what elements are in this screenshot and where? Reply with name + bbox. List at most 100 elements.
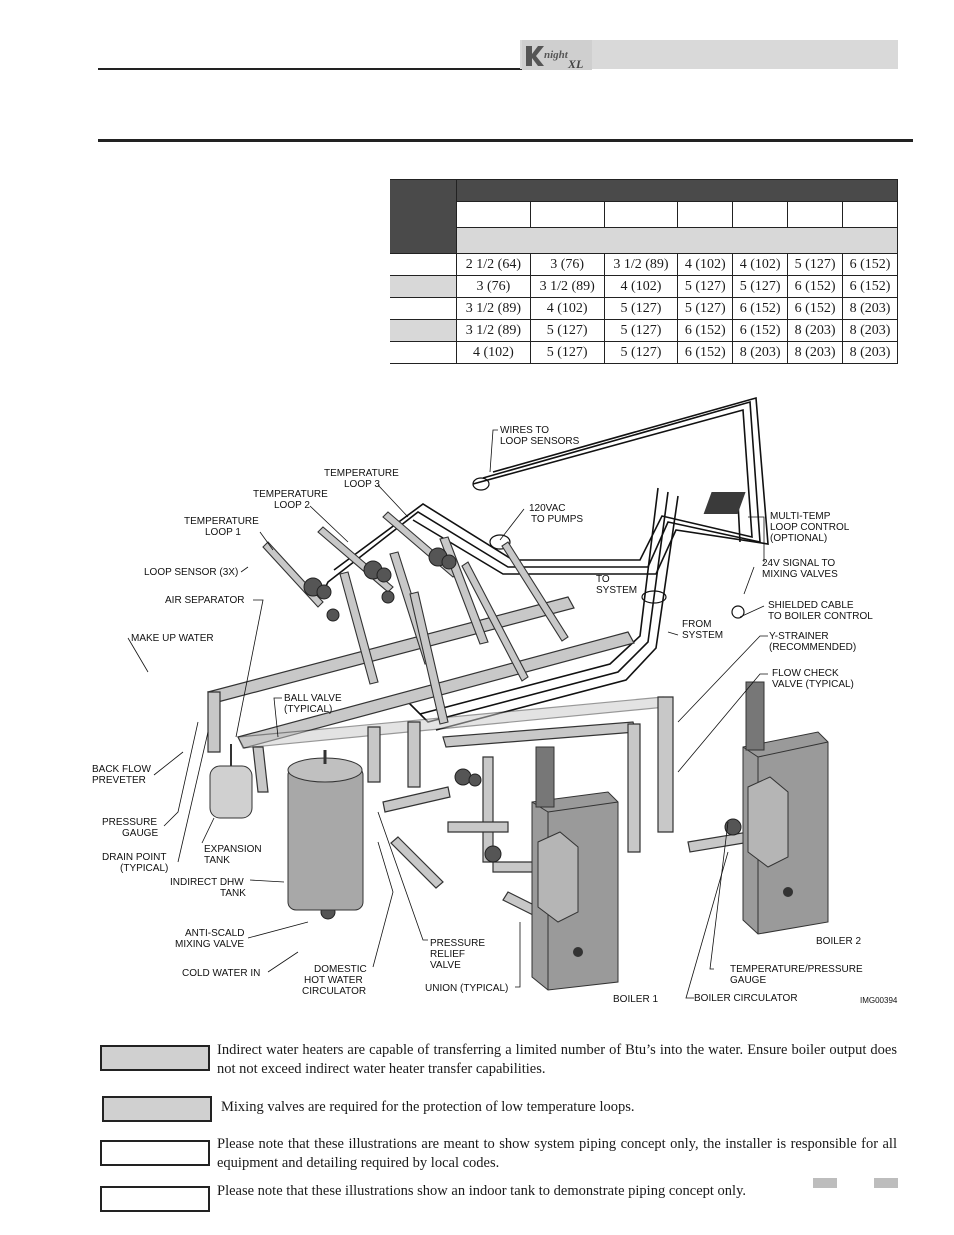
- leader-lines: [127, 429, 768, 999]
- table-cell: 4 (102): [677, 253, 734, 276]
- cable-markers: [472, 477, 745, 619]
- table-cell: 8 (203): [842, 297, 898, 320]
- table-cell: 8 (203): [787, 341, 844, 364]
- boiler-1: [531, 746, 619, 991]
- table-cell: 4 (102): [732, 253, 789, 276]
- table-cell: 3 1/2 (89): [456, 297, 531, 320]
- table-cell: 6 (152): [787, 275, 844, 298]
- label-drain-point: DRAIN POINT(TYPICAL): [102, 852, 168, 874]
- label-cold-water: COLD WATER IN: [182, 968, 260, 979]
- table-cell: 6 (152): [677, 319, 734, 342]
- table-cell: 5 (127): [603, 341, 679, 364]
- col-header: [603, 201, 679, 228]
- note-box-3: [100, 1140, 210, 1166]
- col-header: [529, 201, 605, 228]
- indirect-dhw-tank: [287, 750, 364, 911]
- footer-tab-right: [874, 1178, 898, 1188]
- note-box-1: [100, 1045, 210, 1071]
- label-image-id: IMG00394: [860, 996, 898, 1005]
- section-rule: [98, 139, 913, 142]
- units-header: [456, 227, 898, 254]
- label-boiler-1: BOILER 1: [613, 994, 658, 1005]
- label-ball-valve: BALL VALVE(TYPICAL): [284, 693, 342, 715]
- table-cell: 5 (127): [787, 253, 844, 276]
- table-cell: 4 (102): [456, 341, 531, 364]
- table-row: 3 1/2 (89) 5 (127) 5 (127) 6 (152) 6 (15…: [390, 319, 898, 342]
- row-label: [390, 341, 457, 364]
- col-header: [732, 201, 789, 228]
- table-cell: 5 (127): [677, 275, 734, 298]
- table-corner-header: [390, 179, 457, 254]
- expansion-tank: [209, 744, 253, 819]
- table-cell: 3 (76): [456, 275, 531, 298]
- table-cell: 4 (102): [529, 297, 605, 320]
- col-header: [677, 201, 734, 228]
- table-cell: 6 (152): [732, 319, 789, 342]
- table-cell: 5 (127): [732, 275, 789, 298]
- label-boiler-2: BOILER 2: [816, 936, 861, 947]
- table-cell: 5 (127): [529, 319, 605, 342]
- table-cell: 8 (203): [732, 341, 789, 364]
- row-label: [390, 319, 457, 342]
- svg-text:XL: XL: [567, 57, 583, 70]
- table-cell: 5 (127): [677, 297, 734, 320]
- note-box-4: [100, 1186, 210, 1212]
- table-row: 4 (102) 5 (127) 5 (127) 6 (152) 8 (203) …: [390, 341, 898, 364]
- table-cell: 6 (152): [732, 297, 789, 320]
- table-cell: 8 (203): [787, 319, 844, 342]
- col-header: [842, 201, 898, 228]
- header-rule: [98, 68, 585, 70]
- circulators: [303, 547, 742, 920]
- table-cell: 3 1/2 (89): [529, 275, 605, 298]
- table-cell: 3 (76): [529, 253, 605, 276]
- table-row: 2 1/2 (64) 3 (76) 3 1/2 (89) 4 (102) 4 (…: [390, 253, 898, 276]
- label-loop-sensor: LOOP SENSOR (3X): [144, 567, 238, 578]
- knight-xl-logo: night XL: [522, 40, 592, 70]
- table-cell: 6 (152): [842, 275, 898, 298]
- label-y-strainer: Y-STRAINER(RECOMMENDED): [769, 631, 856, 653]
- table-cell: 6 (152): [842, 253, 898, 276]
- label-air-separator: AIR SEPARATOR: [165, 595, 244, 606]
- table-cell: 2 1/2 (64): [456, 253, 531, 276]
- table-cell: 5 (127): [529, 341, 605, 364]
- table-cell: 8 (203): [842, 319, 898, 342]
- row-label: [390, 253, 457, 276]
- footer-tab-left: [813, 1178, 837, 1188]
- row-label: [390, 275, 457, 298]
- table-cell: 8 (203): [842, 341, 898, 364]
- table-cell: 5 (127): [603, 319, 679, 342]
- table-cell: 4 (102): [603, 275, 679, 298]
- table-cell: 5 (127): [603, 297, 679, 320]
- note-text-3: Please note that these illustrations are…: [217, 1136, 897, 1171]
- note-text-4: Please note that these illustrations sho…: [217, 1183, 747, 1199]
- row-label: [390, 297, 457, 320]
- pipe-size-table: 2 1/2 (64) 3 (76) 3 1/2 (89) 4 (102) 4 (…: [390, 179, 898, 364]
- table-row: 3 1/2 (89) 4 (102) 5 (127) 5 (127) 6 (15…: [390, 297, 898, 320]
- table-header-bar: [456, 179, 898, 202]
- label-union: UNION (TYPICAL): [425, 983, 508, 994]
- table-cell: 6 (152): [677, 341, 734, 364]
- label-make-up-water: MAKE UP WATER: [131, 633, 214, 644]
- svg-text:night: night: [544, 49, 569, 61]
- table-row: 3 (76) 3 1/2 (89) 4 (102) 5 (127) 5 (127…: [390, 275, 898, 298]
- boiler-2: [742, 681, 829, 935]
